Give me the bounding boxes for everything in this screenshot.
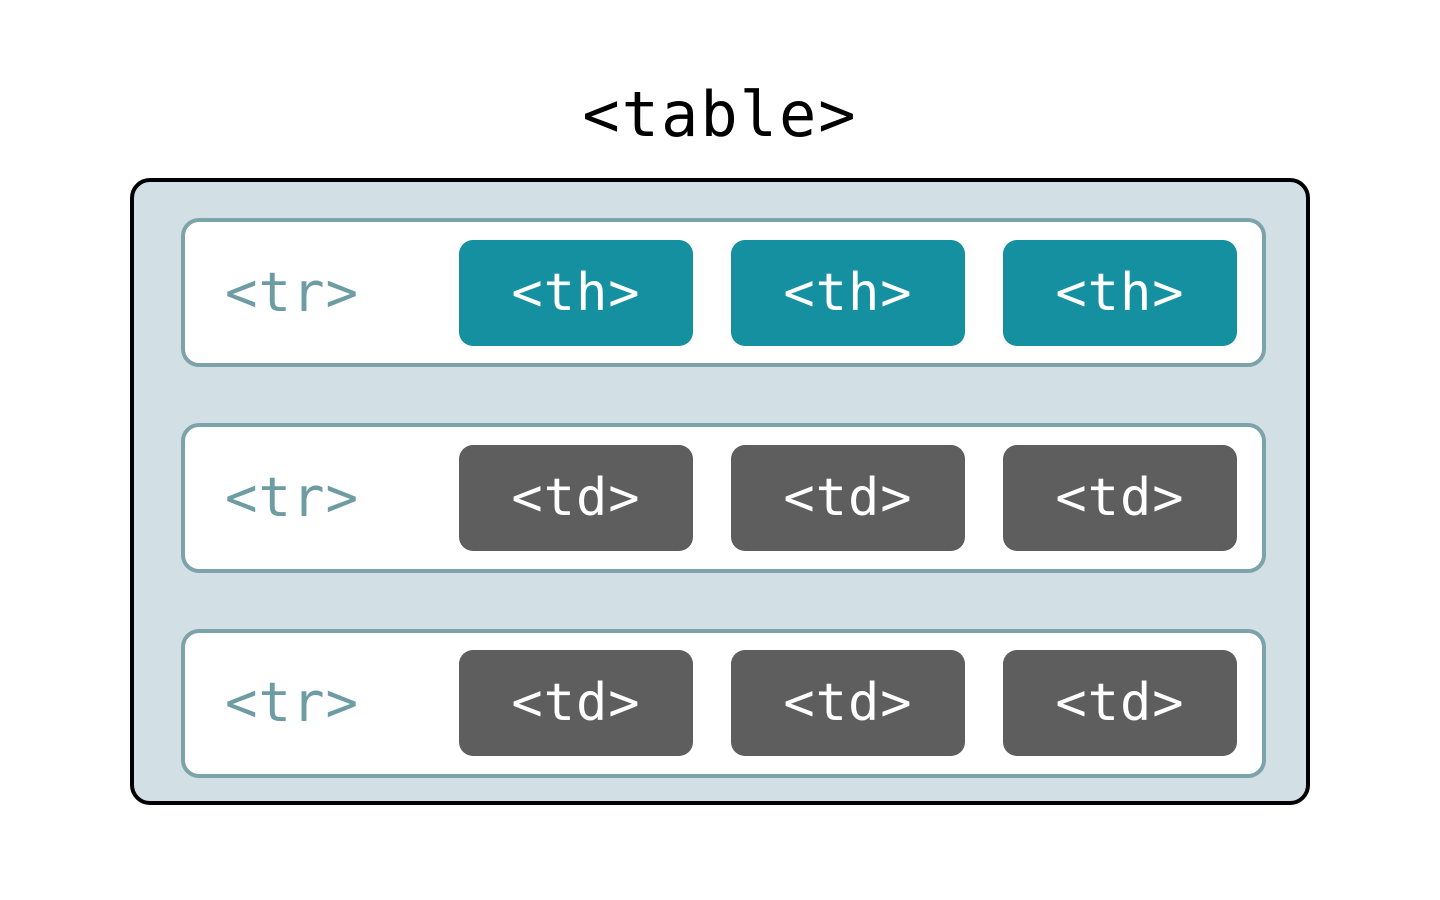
- table-container: <tr> <th> <th> <th> <tr> <td> <td> <td> …: [130, 178, 1310, 805]
- data-cell: <td>: [731, 444, 965, 551]
- table-row-list: <tr> <th> <th> <th> <tr> <td> <td> <td> …: [181, 218, 1266, 778]
- row-label: <tr>: [225, 465, 360, 529]
- data-cell: <td>: [459, 650, 693, 757]
- table-row: <tr> <td> <td> <td>: [181, 423, 1266, 573]
- cell-list: <td> <td> <td>: [459, 650, 1237, 757]
- data-cell: <td>: [1003, 650, 1237, 757]
- table-row: <tr> <td> <td> <td>: [181, 628, 1266, 778]
- header-cell: <th>: [1003, 239, 1237, 346]
- row-label: <tr>: [225, 260, 360, 324]
- data-cell: <td>: [459, 444, 693, 551]
- row-label: <tr>: [225, 671, 360, 735]
- header-cell: <th>: [731, 239, 965, 346]
- data-cell: <td>: [1003, 444, 1237, 551]
- cell-list: <th> <th> <th>: [459, 239, 1237, 346]
- page-title: <table>: [582, 78, 858, 151]
- data-cell: <td>: [731, 650, 965, 757]
- header-cell: <th>: [459, 239, 693, 346]
- cell-list: <td> <td> <td>: [459, 444, 1237, 551]
- table-row: <tr> <th> <th> <th>: [181, 218, 1266, 368]
